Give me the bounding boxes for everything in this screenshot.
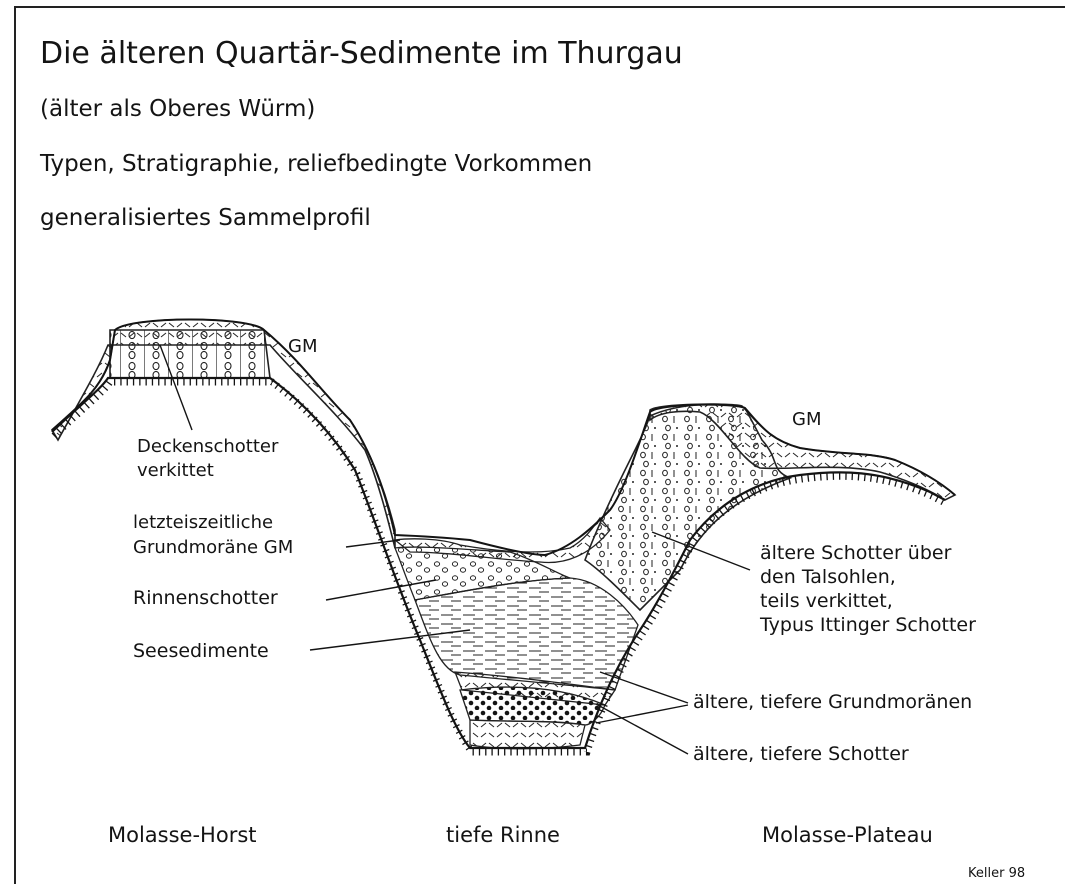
bottom-moraine-fill: [470, 720, 585, 749]
leader-grundmoraenen-b: [596, 705, 688, 723]
label-grundmoraene-1: letzteiszeitliche: [133, 512, 273, 533]
label-grundmoraene-2: Grundmoräne GM: [133, 537, 293, 558]
label-seesedimente: Seesedimente: [133, 640, 269, 662]
credit-label: Keller 98: [968, 866, 1025, 881]
label-tiefere-grundmoraenen: ältere, tiefere Grundmoränen: [693, 691, 972, 713]
label-deckenschotter-1: Deckenschotter: [137, 436, 279, 457]
label-aeltere-schotter-4: Typus Ittinger Schotter: [759, 614, 976, 636]
label-aeltere-schotter-1: ältere Schotter über: [760, 542, 952, 564]
label-gm-right: GM: [792, 409, 821, 430]
label-tiefere-schotter: ältere, tiefere Schotter: [693, 743, 909, 765]
label-tiefe-rinne: tiefe Rinne: [446, 823, 560, 847]
leader-tiefere-schotter: [596, 704, 688, 754]
leader-grundmoraene: [346, 540, 400, 547]
label-rinnenschotter: Rinnenschotter: [133, 587, 278, 609]
label-aeltere-schotter-2: den Talsohlen,: [760, 566, 896, 588]
label-molasse-horst: Molasse-Horst: [108, 823, 257, 847]
label-gm-left: GM: [288, 336, 317, 357]
label-deckenschotter-2: verkittet: [137, 460, 214, 481]
label-aeltere-schotter-3: teils verkittet,: [760, 590, 893, 612]
label-molasse-plateau: Molasse-Plateau: [762, 823, 933, 847]
deckenschotter-block: [110, 330, 270, 378]
